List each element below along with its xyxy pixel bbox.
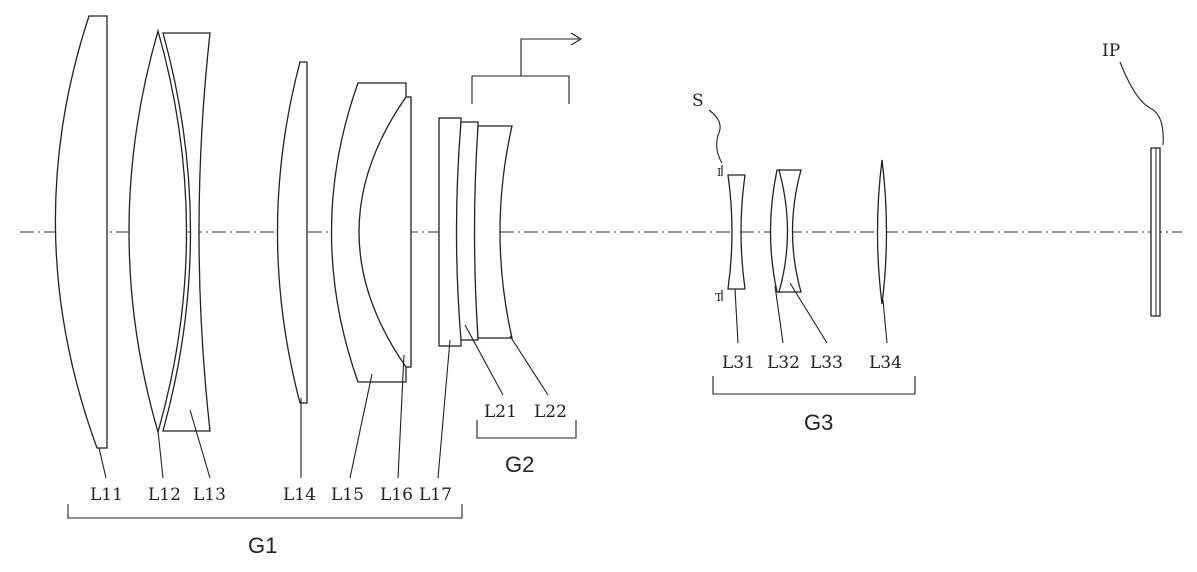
label-image-plane: IP bbox=[1102, 41, 1120, 61]
lens-L34 bbox=[876, 159, 888, 305]
movement-bracket bbox=[471, 75, 570, 104]
lens-L33 bbox=[778, 169, 802, 293]
leader-L34 bbox=[882, 299, 888, 344]
leader-L15 bbox=[349, 373, 373, 479]
lens-L11 bbox=[54, 15, 108, 449]
leader-L31 bbox=[734, 288, 739, 344]
bracket-G1 bbox=[67, 504, 463, 519]
leader-L33 bbox=[789, 282, 828, 344]
leader-L22 bbox=[509, 335, 549, 396]
label-L21: L21 bbox=[484, 402, 517, 422]
lens-L31 bbox=[727, 174, 746, 290]
label-G3: G3 bbox=[804, 410, 833, 435]
label-L15: L15 bbox=[331, 485, 364, 505]
lens-L21 bbox=[455, 121, 479, 341]
label-L14: L14 bbox=[283, 485, 316, 505]
stop-leader bbox=[708, 109, 723, 164]
label-stop-top: I bbox=[717, 166, 721, 179]
label-stop: S bbox=[692, 91, 704, 111]
label-L17: L17 bbox=[419, 485, 452, 505]
leader-L21 bbox=[464, 324, 504, 396]
leader-L12 bbox=[157, 430, 164, 479]
label-stop-bottom: T bbox=[715, 291, 723, 304]
label-L11: L11 bbox=[90, 485, 123, 505]
label-G2: G2 bbox=[505, 452, 534, 477]
label-G1: G1 bbox=[248, 533, 277, 558]
leader-L17 bbox=[437, 339, 451, 479]
lens-L22 bbox=[473, 125, 513, 339]
label-L12: L12 bbox=[148, 485, 181, 505]
label-L31: L31 bbox=[722, 353, 755, 373]
label-L32: L32 bbox=[767, 353, 800, 373]
label-L34: L34 bbox=[869, 353, 902, 373]
label-L22: L22 bbox=[534, 402, 567, 422]
bracket-G2 bbox=[476, 420, 577, 439]
lens-L14 bbox=[276, 61, 308, 404]
leader-L13 bbox=[189, 409, 211, 479]
label-L13: L13 bbox=[193, 485, 226, 505]
movement-arrow-line bbox=[520, 38, 579, 76]
lens-L13 bbox=[162, 32, 211, 432]
label-L16: L16 bbox=[380, 485, 413, 505]
leader-L11 bbox=[98, 447, 107, 479]
leader-L32 bbox=[774, 285, 784, 344]
leader-L16 bbox=[397, 354, 405, 479]
lens-L16 bbox=[358, 96, 412, 368]
ip-leader bbox=[1119, 61, 1164, 146]
label-L33: L33 bbox=[810, 353, 843, 373]
movement-arrow-head bbox=[570, 32, 583, 46]
bracket-G3 bbox=[712, 376, 916, 395]
